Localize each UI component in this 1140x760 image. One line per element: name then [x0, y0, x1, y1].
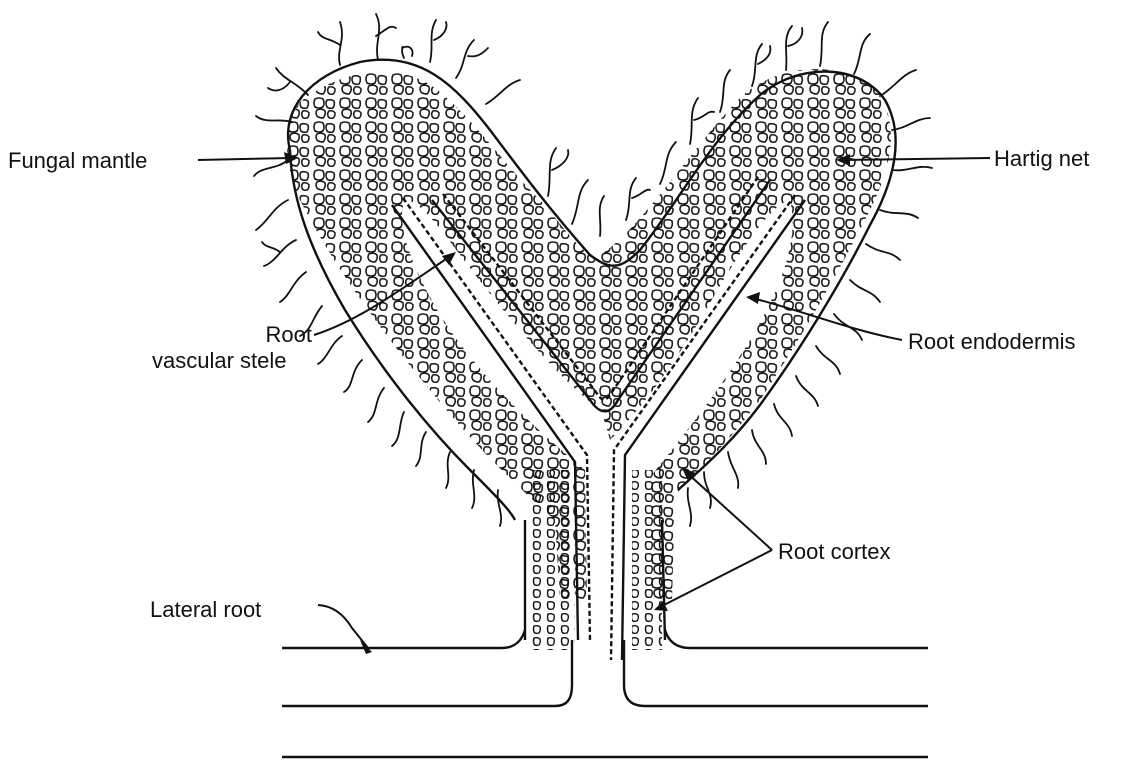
lateral-root-top-right [665, 630, 928, 648]
root-cortex-leader-2 [660, 550, 772, 607]
left-stem-cells [527, 470, 575, 650]
root-cortex-leader-1 [686, 472, 772, 550]
root-cortex-label: Root cortex [778, 539, 891, 565]
root-endodermis-label: Root endodermis [908, 329, 1076, 355]
fungal-mantle-label: Fungal mantle [8, 148, 147, 174]
fungal-mantle-leader [198, 158, 292, 160]
root-vascular-stele-label-line1: Root [216, 322, 312, 348]
right-stem-cells [632, 470, 662, 650]
lateral-root-leader [318, 605, 368, 648]
hartig-net-label: Hartig net [994, 146, 1089, 172]
lateral-root-top-left [282, 630, 525, 648]
arrow-stele [442, 252, 456, 265]
arrow-endodermis [746, 292, 760, 304]
root-vascular-stele-label-line2: vascular stele [152, 348, 287, 374]
lateral-root-label: Lateral root [150, 597, 261, 623]
lateral-root-mid-right [624, 640, 928, 706]
